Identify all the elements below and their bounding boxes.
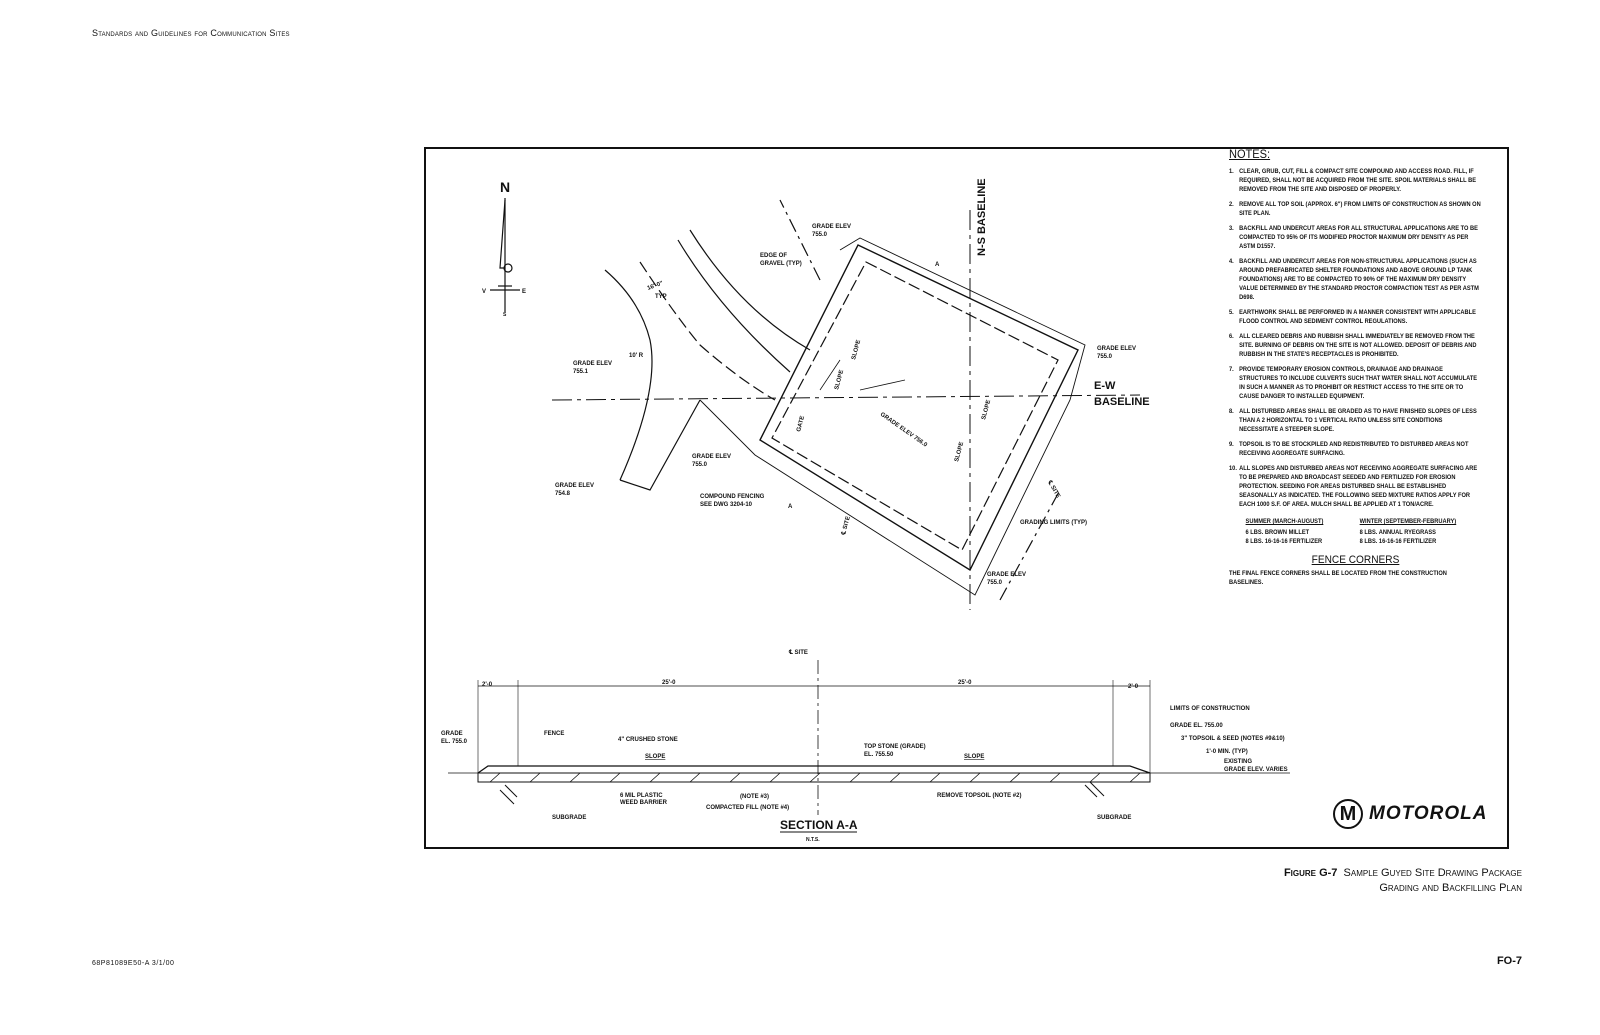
svg-text:EL. 755.0: EL. 755.0 — [441, 739, 468, 745]
svg-text:(NOTE #3): (NOTE #3) — [740, 794, 769, 800]
svg-text:WEED BARRIER: WEED BARRIER — [620, 800, 668, 806]
notes-panel: NOTES: 1.CLEAR, GRUB, CUT, FILL & COMPAC… — [1229, 147, 1482, 587]
svg-text:755.0: 755.0 — [692, 462, 708, 468]
doc-number: 68P81089E50-A 3/1/00 — [92, 960, 175, 967]
section-a-a — [448, 660, 1290, 833]
svg-text:A: A — [788, 504, 793, 510]
svg-text:BASELINE: BASELINE — [1094, 396, 1150, 408]
ew-baseline — [551, 394, 1141, 401]
svg-text:SEE DWG 3204-10: SEE DWG 3204-10 — [700, 502, 753, 508]
site-compound — [759, 199, 1079, 601]
svg-text:SLOPE: SLOPE — [954, 441, 965, 462]
svg-text:10' R: 10' R — [629, 353, 644, 359]
seed-mixtures: SUMMER (MARCH-AUGUST)6 LBS. BROWN MILLET… — [1245, 518, 1457, 545]
svg-text:GRADE ELEV: GRADE ELEV — [692, 454, 731, 460]
svg-text:EDGE OF: EDGE OF — [760, 253, 787, 259]
svg-text:℄ SITE: ℄ SITE — [1046, 479, 1062, 500]
svg-text:N.T.S.: N.T.S. — [806, 837, 820, 843]
access-road — [604, 229, 811, 491]
note-item: 6.ALL CLEARED DEBRIS AND RUBBISH SHALL I… — [1229, 333, 1477, 358]
svg-text:GRAVEL (TYP): GRAVEL (TYP) — [760, 261, 802, 267]
svg-text:1'-0 MIN. (TYP): 1'-0 MIN. (TYP) — [1206, 749, 1248, 755]
svg-text:GRADE ELEV 756.0: GRADE ELEV 756.0 — [879, 412, 929, 449]
north-arrow-icon: N V E S — [482, 179, 526, 318]
svg-text:SLOPE: SLOPE — [851, 339, 862, 360]
fence-corners-title: FENCE CORNERS — [1311, 554, 1400, 566]
svg-text:℄ SITE: ℄ SITE — [840, 515, 852, 536]
svg-text:16'-0": 16'-0" — [647, 281, 664, 292]
note-item: 10.ALL SLOPES AND DISTURBED AREAS NOT RE… — [1229, 465, 1478, 508]
note-item: 5.EARTHWORK SHALL BE PERFORMED IN A MANN… — [1229, 309, 1476, 325]
svg-text:754.8: 754.8 — [555, 491, 571, 497]
svg-text:2'-0: 2'-0 — [1128, 684, 1139, 690]
motorola-batwing-icon: M — [1333, 799, 1363, 829]
fence-corners-text: THE FINAL FENCE CORNERS SHALL BE LOCATED… — [1229, 570, 1447, 586]
svg-text:2'-0: 2'-0 — [482, 682, 493, 688]
svg-text:25'-0: 25'-0 — [662, 680, 676, 686]
svg-text:N-S BASELINE: N-S BASELINE — [976, 178, 988, 256]
svg-text:GRADE ELEV: GRADE ELEV — [1097, 346, 1136, 352]
figure-caption: Figure G-7 Sample Guyed Site Drawing Pac… — [1283, 867, 1522, 894]
svg-text:755.0: 755.0 — [812, 232, 828, 238]
svg-text:N: N — [500, 179, 510, 195]
svg-text:GRADE ELEV: GRADE ELEV — [555, 483, 594, 489]
svg-text:6 MIL PLASTIC: 6 MIL PLASTIC — [620, 793, 663, 799]
svg-text:GATE: GATE — [796, 415, 806, 432]
svg-text:755.1: 755.1 — [573, 369, 589, 375]
note-item: 2.REMOVE ALL TOP SOIL (APPROX. 6") FROM … — [1229, 201, 1481, 217]
svg-text:755.0: 755.0 — [1097, 354, 1113, 360]
svg-text:EXISTING: EXISTING — [1224, 759, 1252, 765]
svg-text:FENCE: FENCE — [544, 731, 564, 737]
svg-text:TYP: TYP — [655, 294, 667, 300]
svg-text:S: S — [503, 312, 507, 318]
svg-text:755.0: 755.0 — [987, 580, 1003, 586]
svg-text:SLOPE: SLOPE — [981, 399, 992, 420]
svg-text:V: V — [482, 289, 486, 295]
svg-text:GRADE ELEV: GRADE ELEV — [812, 224, 851, 230]
note-item: 4.BACKFILL AND UNDERCUT AREAS FOR NON-ST… — [1229, 258, 1479, 301]
svg-text:GRADE: GRADE — [441, 731, 463, 737]
svg-text:SLOPE: SLOPE — [834, 369, 845, 390]
svg-text:4" CRUSHED STONE: 4" CRUSHED STONE — [618, 737, 678, 743]
svg-text:COMPOUND FENCING: COMPOUND FENCING — [700, 494, 765, 500]
svg-text:GRADE EL. 755.00: GRADE EL. 755.00 — [1170, 723, 1223, 729]
svg-text:REMOVE TOPSOIL (NOTE #2): REMOVE TOPSOIL (NOTE #2) — [937, 793, 1021, 799]
svg-text:SUBGRADE: SUBGRADE — [552, 815, 586, 821]
running-header: Standards and Guidelines for Communicati… — [92, 28, 290, 38]
svg-text:COMPACTED FILL (NOTE #4): COMPACTED FILL (NOTE #4) — [706, 805, 789, 811]
svg-text:GRADE ELEV. VARIES: GRADE ELEV. VARIES — [1224, 767, 1288, 773]
svg-text:SLOPE: SLOPE — [964, 754, 984, 760]
svg-text:℄ SITE: ℄ SITE — [788, 649, 808, 656]
drawing-frame — [424, 147, 1509, 849]
note-item: 1.CLEAR, GRUB, CUT, FILL & COMPACT SITE … — [1229, 168, 1477, 193]
svg-text:25'-0: 25'-0 — [958, 680, 972, 686]
grading-limits-line — [699, 237, 1086, 596]
svg-text:GRADE ELEV: GRADE ELEV — [573, 361, 612, 367]
svg-text:TOP STONE (GRADE): TOP STONE (GRADE) — [864, 744, 926, 750]
svg-text:SECTION A-A: SECTION A-A — [780, 818, 858, 832]
note-item: 7.PROVIDE TEMPORARY EROSION CONTROLS, DR… — [1229, 366, 1478, 400]
page-number: FO-7 — [1496, 955, 1522, 967]
note-item: 3.BACKFILL AND UNDERCUT AREAS FOR ALL ST… — [1229, 225, 1478, 250]
motorola-logo: M MOTOROLA — [1333, 799, 1487, 829]
svg-text:A: A — [935, 262, 940, 268]
svg-text:E: E — [522, 289, 526, 295]
svg-text:3" TOPSOIL & SEED (NOTES #9&10: 3" TOPSOIL & SEED (NOTES #9&10) — [1181, 736, 1285, 742]
svg-text:EL. 755.50: EL. 755.50 — [864, 752, 894, 758]
svg-text:GRADING LIMITS (TYP): GRADING LIMITS (TYP) — [1020, 520, 1087, 526]
svg-text:SLOPE: SLOPE — [645, 754, 665, 760]
svg-text:SUBGRADE: SUBGRADE — [1097, 815, 1131, 821]
svg-text:LIMITS OF CONSTRUCTION: LIMITS OF CONSTRUCTION — [1170, 706, 1250, 712]
svg-text:E-W: E-W — [1094, 380, 1116, 392]
svg-text:GRADE ELEV: GRADE ELEV — [987, 572, 1026, 578]
notes-title: NOTES: — [1229, 147, 1271, 161]
note-item: 8.ALL DISTURBED AREAS SHALL BE GRADED AS… — [1229, 408, 1477, 433]
note-item: 9.TOPSOIL IS TO BE STOCKPILED AND REDIST… — [1229, 441, 1469, 457]
